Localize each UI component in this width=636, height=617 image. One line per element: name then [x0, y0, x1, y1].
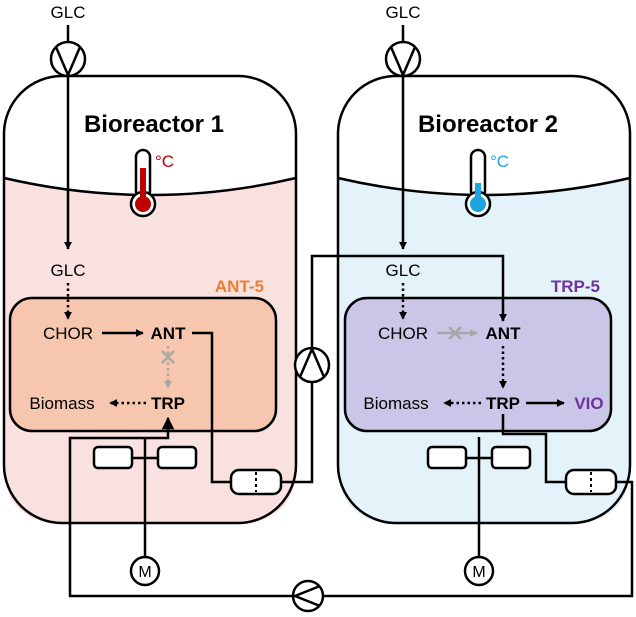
node-ant-1: ANT [151, 324, 187, 343]
stirrer-1 [92, 437, 198, 558]
pump-icon-recycle [291, 579, 325, 613]
node-glc-1: GLC [51, 261, 86, 280]
transfer-line-ant-in [310, 254, 508, 348]
node-ant-2: ANT [486, 324, 522, 343]
transfer-line-ant-out [281, 383, 314, 484]
blocked-mark-icon-1 [161, 350, 175, 364]
filter-1 [229, 468, 283, 496]
bioreactor-2-temp-unit: °C [490, 152, 509, 171]
node-trp-1: TRP [151, 394, 185, 413]
thermometer-icon-red [129, 148, 157, 218]
motor-label-2: M [472, 564, 485, 581]
bioreactor-2-vessel [336, 74, 632, 525]
strain-label-ant5: ANT-5 [215, 277, 264, 296]
transfer-line-ant [192, 331, 231, 484]
recycle-line-trp-in [68, 416, 293, 598]
filter-2 [564, 468, 618, 496]
pump-icon-feed-1 [49, 40, 87, 79]
bioreactor-2: Bioreactor 2 °C TRP-5 GLC CHOR ANT TRP B… [336, 74, 632, 558]
bioreactor-1-vessel [2, 74, 298, 525]
node-chor-2: CHOR [378, 324, 428, 343]
node-chor-1: CHOR [43, 324, 93, 343]
bioreactor-1-temp-unit: °C [155, 152, 174, 171]
node-biomass-2: Biomass [363, 394, 428, 413]
feed-label-glc-1: GLC [51, 3, 86, 22]
blocked-mark-icon-2 [448, 326, 462, 340]
cell-trp5 [343, 296, 613, 433]
node-vio-2: VIO [574, 394, 603, 413]
node-biomass-1: Biomass [29, 394, 94, 413]
pump-icon-feed-2 [384, 40, 422, 79]
motor-icon-2: M [463, 555, 495, 587]
node-trp-2: TRP [486, 394, 520, 413]
bioreactor-2-title: Bioreactor 2 [418, 111, 558, 138]
recycle-line-trp [501, 414, 566, 484]
thermometer-icon-blue [464, 148, 492, 218]
motor-label-1: M [138, 564, 151, 581]
bioreactor-1-title: Bioreactor 1 [84, 111, 224, 138]
bioreactor-1: Bioreactor 1 °C ANT-5 GLC CHOR ANT TRP B… [2, 74, 298, 558]
pump-icon-transfer [293, 345, 331, 384]
motor-icon-1: M [129, 555, 161, 587]
node-glc-2: GLC [386, 261, 421, 280]
recycle-line-trp-out [322, 480, 634, 598]
strain-label-trp5: TRP-5 [551, 277, 600, 296]
cell-ant5 [8, 296, 278, 433]
feed-label-glc-2: GLC [386, 3, 421, 22]
stirrer-2 [426, 437, 532, 558]
